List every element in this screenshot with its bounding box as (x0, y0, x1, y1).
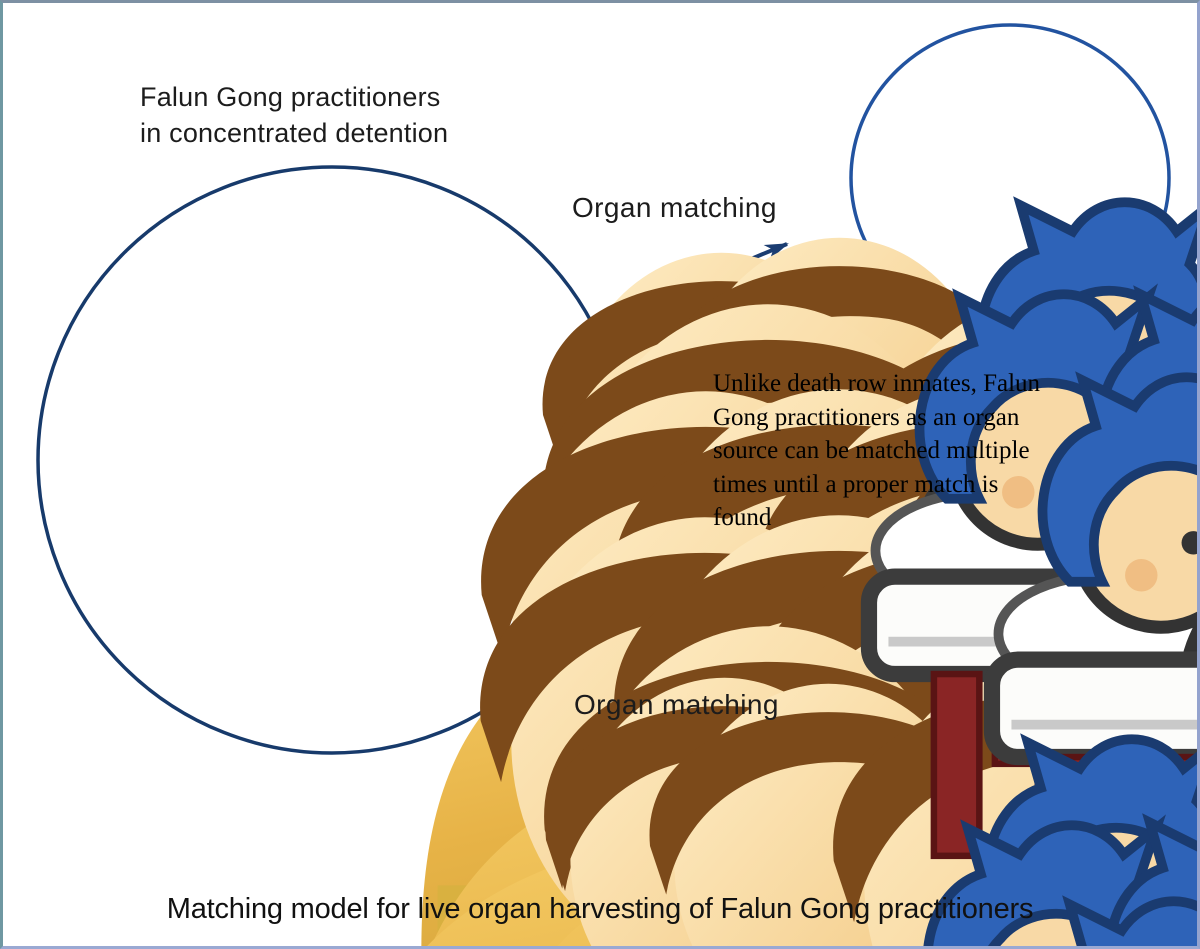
speech-bubble-text: Unlike death row inmates, Falun Gong pra… (713, 367, 1111, 535)
bubble-line: Unlike death row inmates, Falun (713, 370, 1041, 397)
bubble-line: source can be matched multiple (713, 437, 1030, 464)
bubble-line: Gong practitioners as an organ (713, 403, 1020, 431)
diagram-caption: Matching model for live organ harvesting… (166, 893, 1034, 925)
detention-label-line2: in concentrated detention (140, 118, 449, 148)
bubble-line: times until a proper match is (713, 470, 999, 498)
organ-matching-label-top: Organ matching (572, 192, 777, 223)
detention-label-line1: Falun Gong practitioners (140, 82, 441, 112)
bubble-line: found (713, 504, 772, 531)
organ-matching-label-bottom: Organ matching (574, 689, 779, 720)
detention-label: Falun Gong practitioners in concentrated… (140, 79, 448, 151)
diagram-art (36, 23, 1197, 946)
